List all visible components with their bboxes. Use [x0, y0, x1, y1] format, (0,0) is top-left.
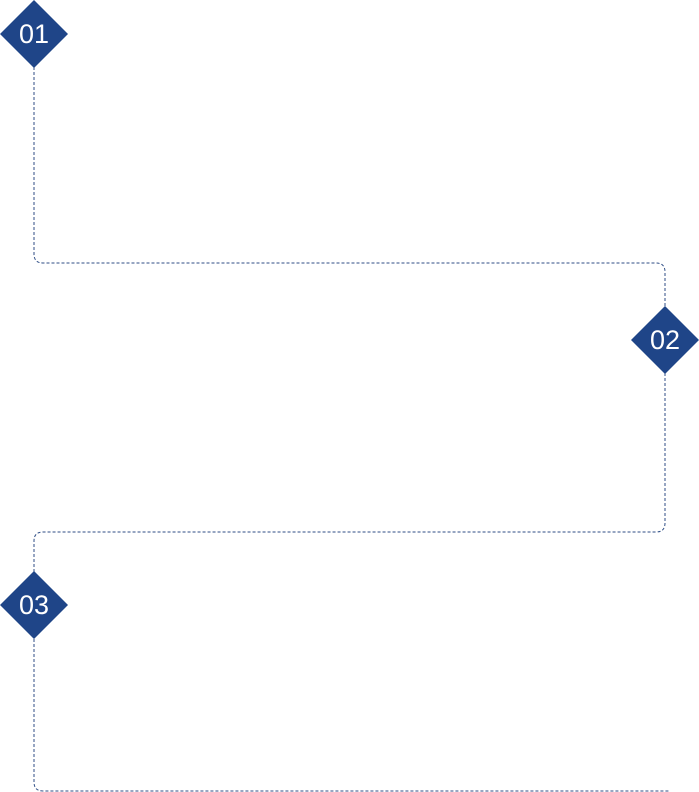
- diamond-icon: [0, 571, 68, 639]
- dashed-connector-line: [33, 62, 670, 792]
- diamond-icon: [631, 306, 699, 374]
- step-marker-01: 01: [0, 0, 68, 68]
- step-number: 03: [19, 590, 49, 620]
- step-number: 01: [19, 19, 49, 49]
- diamond-icon: [0, 0, 68, 68]
- step-marker-02: 02: [631, 306, 699, 374]
- step-marker-03: 03: [0, 571, 68, 639]
- step-number: 02: [650, 325, 680, 355]
